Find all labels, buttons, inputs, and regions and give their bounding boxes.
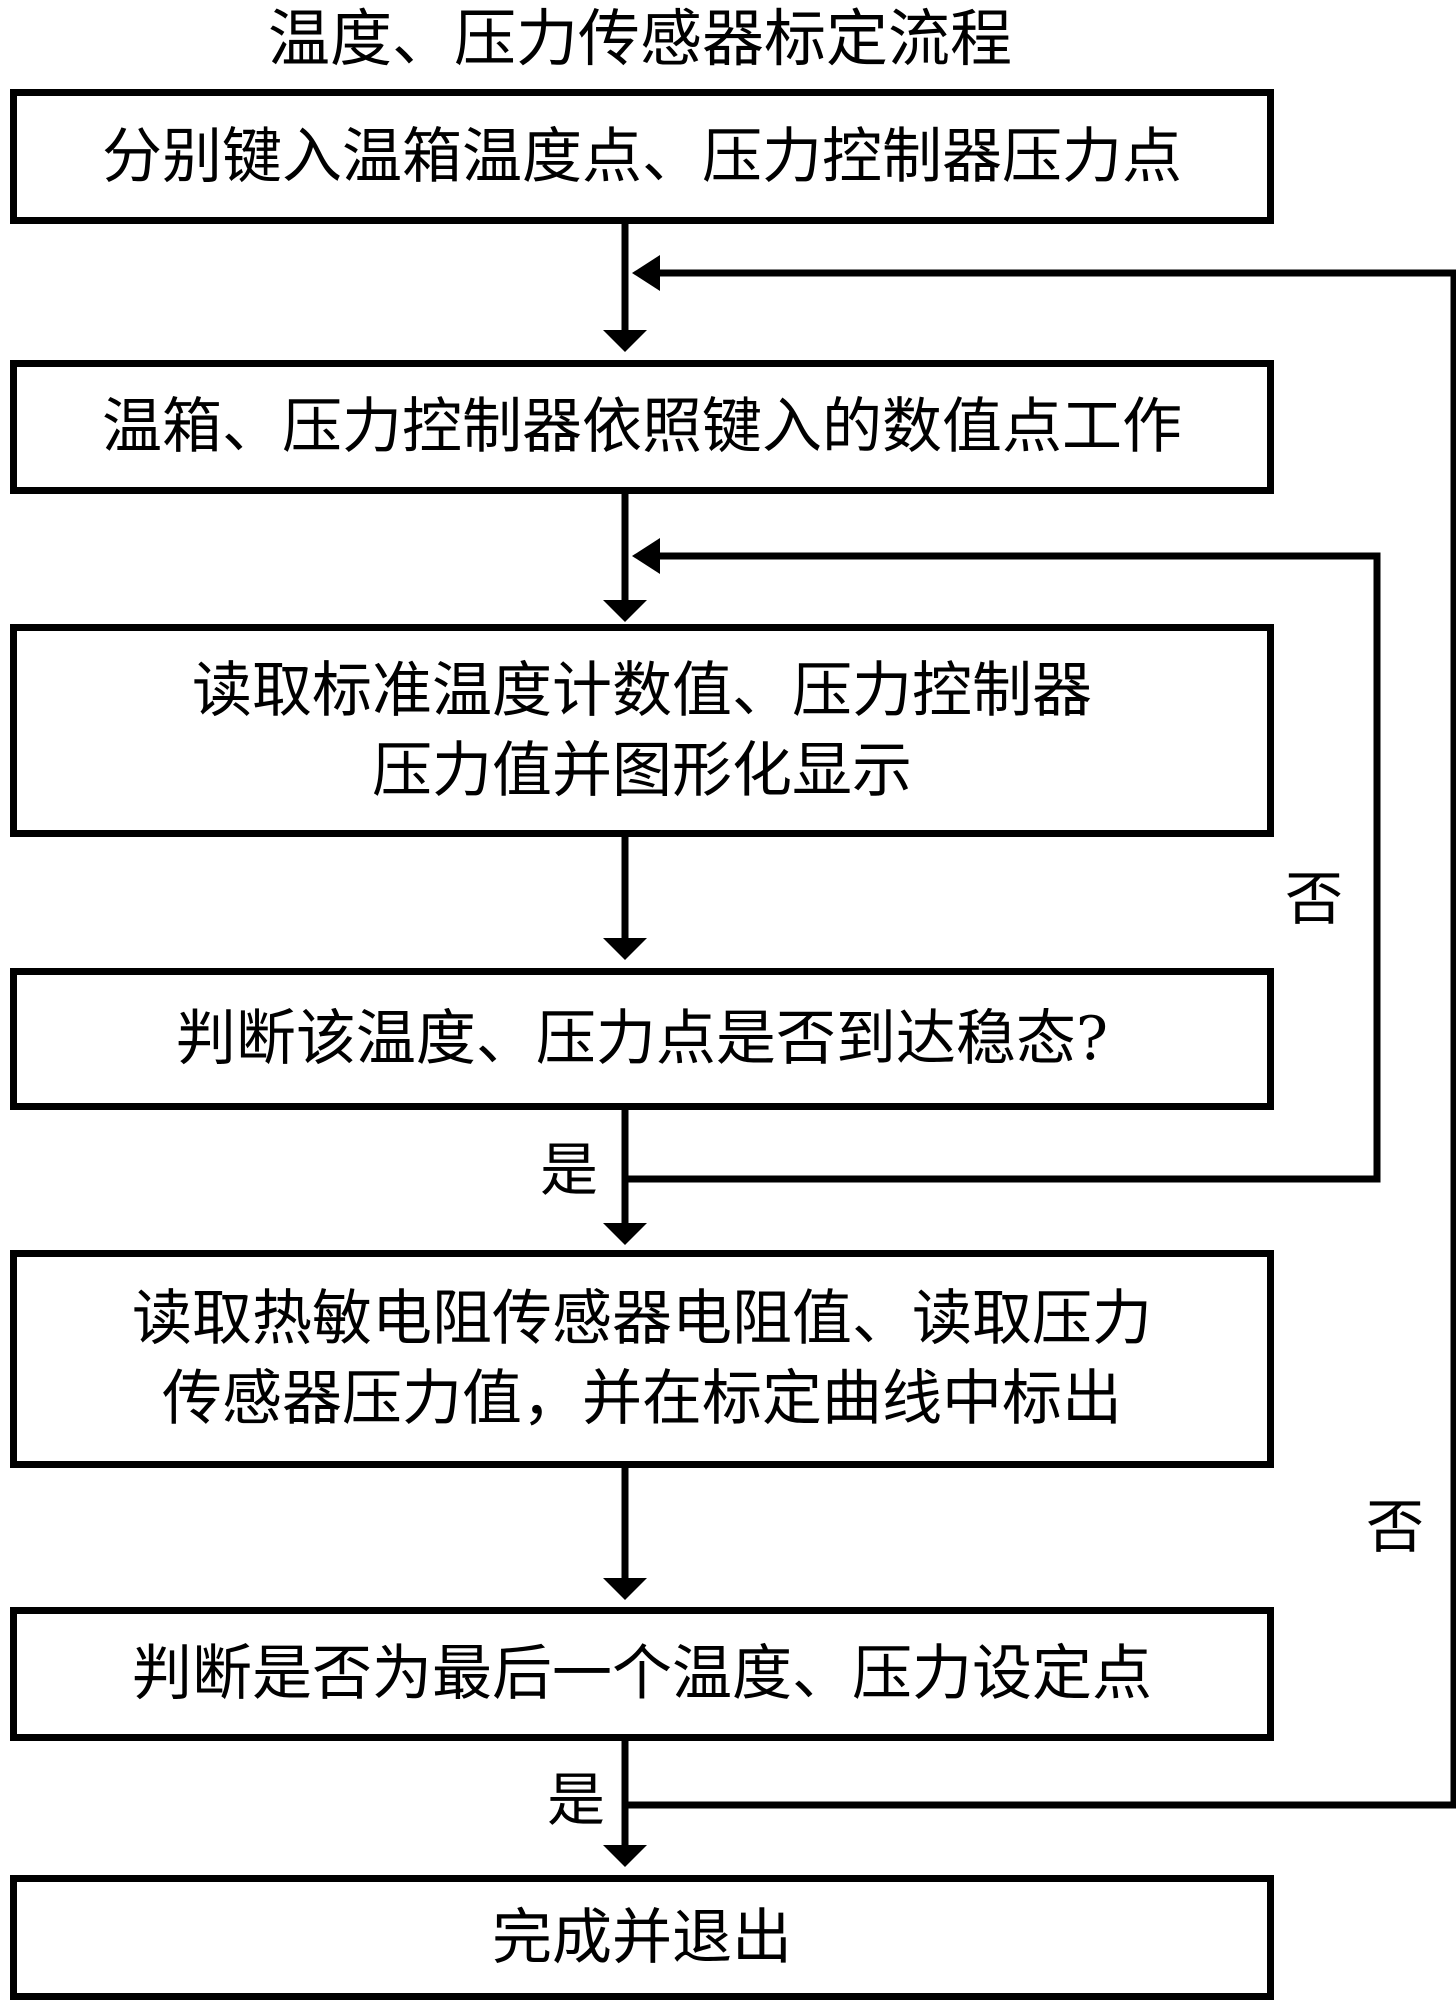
decision-steady-state: 判断该温度、压力点是否到达稳态? <box>10 968 1274 1110</box>
loop-not-last <box>625 269 1456 1809</box>
label-not-steady: 否 <box>1285 865 1344 933</box>
step-text-line: 传感器压力值，并在标定曲线中标出 <box>162 1364 1122 1434</box>
arrowhead-to-step-7 <box>603 1845 647 1867</box>
step-text-line: 完成并退出 <box>492 1902 792 1973</box>
label-last: 是 <box>547 1766 606 1834</box>
arrowhead-loop-not-steady <box>632 538 660 574</box>
step-enter-setpoints: 分别键入温箱温度点、压力控制器压力点 <box>10 89 1274 224</box>
label-not-last: 否 <box>1366 1493 1425 1561</box>
step-read-reference: 读取标准温度计数值、压力控制器 压力值并图形化显示 <box>10 624 1274 837</box>
loop-not-steady <box>625 552 1381 1183</box>
step-devices-operate: 温箱、压力控制器依照键入的数值点工作 <box>10 360 1274 494</box>
arrowhead-to-step-3 <box>603 600 647 622</box>
step-text-line: 读取热敏电阻传感器电阻值、读取压力 <box>132 1284 1152 1354</box>
step-text-line: 压力值并图形化显示 <box>372 735 912 806</box>
step-finish-exit: 完成并退出 <box>10 1875 1274 2000</box>
arrowhead-to-step-5 <box>603 1223 647 1245</box>
diagram-title: 温度、压力传感器标定流程 <box>267 2 1012 75</box>
step-text-line: 判断该温度、压力点是否到达稳态? <box>175 1004 1109 1074</box>
arrowhead-to-step-6 <box>603 1578 647 1600</box>
arrowhead-loop-not-last <box>632 255 660 291</box>
arrowhead-to-step-2 <box>603 330 647 352</box>
step-read-sensors: 读取热敏电阻传感器电阻值、读取压力 传感器压力值，并在标定曲线中标出 <box>10 1250 1274 1468</box>
label-steady: 是 <box>540 1136 599 1204</box>
decision-last-setpoint: 判断是否为最后一个温度、压力设定点 <box>10 1607 1274 1741</box>
step-text-line: 读取标准温度计数值、压力控制器 <box>192 655 1092 726</box>
step-text-line: 分别键入温箱温度点、压力控制器压力点 <box>102 121 1182 192</box>
step-text-line: 温箱、压力控制器依照键入的数值点工作 <box>102 392 1182 462</box>
step-text-line: 判断是否为最后一个温度、压力设定点 <box>132 1639 1152 1709</box>
arrowhead-to-step-4 <box>603 938 647 960</box>
